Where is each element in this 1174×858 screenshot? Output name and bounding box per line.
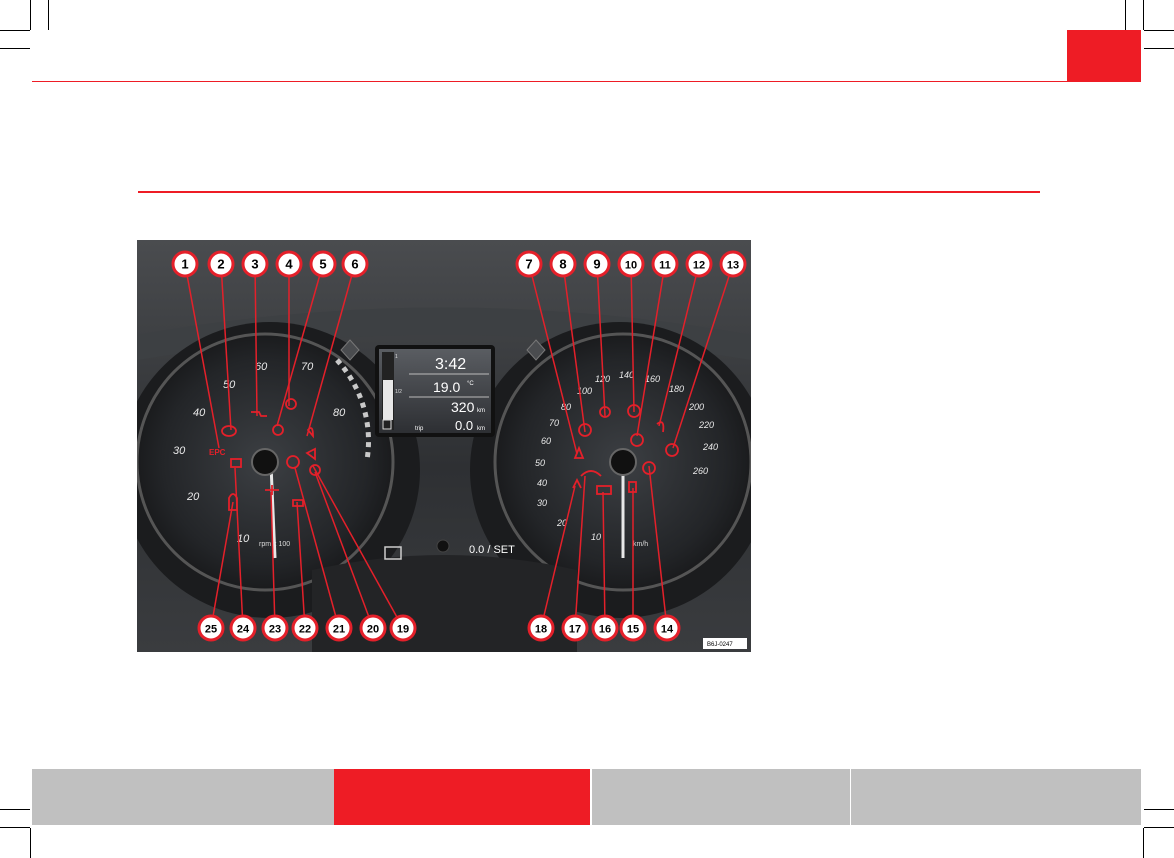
crop-mark [0,30,30,31]
speedometer-tick-label: 240 [702,442,718,452]
speedometer-tick-label: 180 [669,384,684,394]
instrument-cluster-illustration: 1020304050607080 10203040506070801001201… [137,240,751,652]
crop-mark [1144,809,1174,810]
tachometer-tick-label: 80 [333,407,346,419]
callout-number: 6 [351,257,358,272]
callout-number: 23 [269,624,281,636]
callout-number: 21 [333,624,345,636]
footer-tab-2-active[interactable] [334,769,590,825]
speedometer-tick-label: 200 [688,402,704,412]
speedometer-tick-label: 70 [549,418,559,428]
footer-tab-4[interactable] [851,769,1141,825]
section-rule [138,191,1040,193]
lcd-trip-label: trip [415,426,424,432]
callout-number: 7 [525,257,532,272]
tachometer-tick-label: 50 [223,379,236,391]
speed-unit-label: km/h [633,541,648,548]
speedometer-tick-label: 40 [537,478,547,488]
callout-number: 11 [659,260,671,272]
tachometer-tick-label: 70 [301,361,314,373]
callout-number: 15 [627,624,639,636]
callout-number: 4 [285,257,293,272]
crop-mark [1143,828,1144,858]
callout-number: 13 [727,260,739,272]
epc-lamp-label: EPC [209,448,226,457]
callout-number: 22 [299,624,311,636]
callout-number: 9 [593,257,600,272]
lcd-odo-unit: km [477,408,485,414]
lcd-temp-unit: °C [467,381,474,387]
callout-number: 8 [559,257,566,272]
speedometer-tick-label: 140 [619,370,634,380]
tachometer-tick-label: 40 [193,407,206,419]
figure-code: B6J-0247 [707,642,733,648]
reset-knob [437,540,449,552]
tachometer-tick-label: 20 [186,491,200,503]
instrument-cluster-figure: 1020304050607080 10203040506070801001201… [137,240,751,652]
crop-mark [1143,0,1144,30]
fuel-half-mark: 1/2 [395,389,402,395]
speedometer-tick-label: 50 [535,458,545,468]
crop-mark [30,828,31,858]
callout-number: 3 [251,257,258,272]
crop-mark [0,48,30,49]
callout-number: 5 [319,257,326,272]
callout-number: 16 [599,624,611,636]
callout-number: 20 [367,624,379,636]
callout-number: 19 [397,624,409,636]
lcd-time: 3:42 [435,356,466,373]
callout-number: 18 [535,624,547,636]
callout-number: 14 [661,624,674,636]
speedometer-tick-label: 60 [541,436,551,446]
callout-number: 2 [217,257,224,272]
tachometer-tick-label: 30 [173,445,186,457]
speedometer-tick-label: 260 [692,466,708,476]
crop-mark [1144,30,1174,31]
callout-number: 1 [181,257,188,272]
speedometer-tick-label: 30 [537,498,547,508]
crop-mark [0,809,30,810]
header-rule [32,81,1141,82]
crop-mark [1144,827,1174,828]
fuel-gauge [382,352,394,430]
footer-nav [32,769,1141,825]
callout-number: 24 [237,624,250,636]
lcd-trip-unit: km [477,426,485,432]
crop-mark [1125,0,1126,30]
footer-tab-1[interactable] [32,769,334,825]
crop-mark [1144,48,1174,49]
speedometer-hub [610,449,636,475]
speedometer-tick-label: 220 [698,420,714,430]
callout-number: 17 [569,624,581,636]
callout-number: 12 [693,260,705,272]
lcd-odometer: 320 [451,399,475,415]
lcd-trip-value: 0.0 [455,418,473,433]
speedometer-tick-label: 10 [591,532,601,542]
crop-mark [30,0,31,30]
fuel-bar-level [383,380,393,420]
callout-number: 10 [625,260,637,272]
fuel-full-mark: 1 [395,354,398,360]
crop-mark [48,0,49,30]
footer-tab-3[interactable] [592,769,850,825]
reset-button-label: 0.0 / SET [469,544,515,556]
callout-number: 25 [205,624,217,636]
lcd-temperature: 19.0 [433,379,460,395]
crop-mark [0,827,30,828]
chapter-tab [1067,30,1141,82]
tachometer-hub [252,449,278,475]
